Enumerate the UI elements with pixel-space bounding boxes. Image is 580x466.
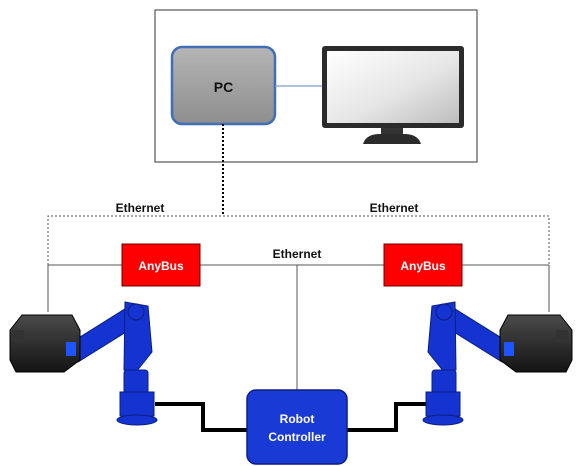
left-robot-cable bbox=[155, 402, 248, 432]
robot-controller-line2: Controller bbox=[268, 430, 326, 444]
anybus-left-box bbox=[121, 243, 201, 287]
right-camera-icon bbox=[499, 314, 573, 373]
anybus-right-label: AnyBus bbox=[400, 259, 446, 273]
ethernet-label-top-left: Ethernet bbox=[116, 201, 165, 215]
ethernet-bus-dotted bbox=[47, 215, 550, 265]
robot-controller-box bbox=[246, 389, 348, 465]
ethernet-label-top-right: Ethernet bbox=[370, 201, 419, 215]
right-robot-arm-icon bbox=[422, 301, 517, 426]
monitor-icon bbox=[322, 46, 464, 144]
robot-controller-line1: Robot bbox=[280, 412, 315, 426]
ethernet-label-center: Ethernet bbox=[273, 247, 322, 261]
anybus-right-box bbox=[383, 243, 463, 287]
right-robot-cable bbox=[345, 402, 442, 432]
left-robot-arm-icon bbox=[63, 301, 158, 426]
pc-label: PC bbox=[214, 79, 233, 95]
left-camera-icon bbox=[9, 314, 81, 373]
anybus-left-label: AnyBus bbox=[138, 259, 184, 273]
